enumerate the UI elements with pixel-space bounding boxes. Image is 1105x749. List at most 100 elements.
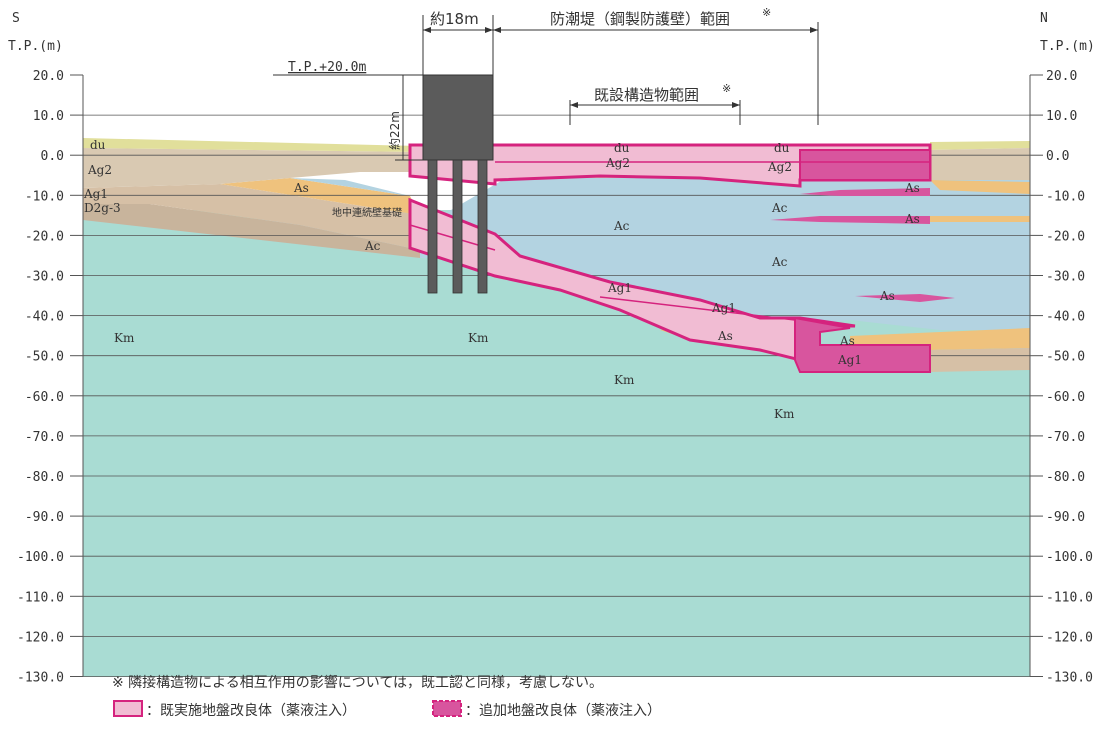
- layer-ac-left: Ac: [364, 239, 381, 253]
- left-axis-unit: T.P.(m): [8, 39, 63, 54]
- layer-as-right4: As: [839, 334, 855, 348]
- ground-improvement: [408, 143, 955, 373]
- right-tick-label: 20.0: [1046, 69, 1077, 84]
- improvement-zone-lens3: [855, 294, 955, 302]
- layer-ac-right2: Ac: [771, 255, 788, 269]
- footnote: ※ 隣接構造物による相互作用の影響については，既工認と同様，考慮しない。: [112, 675, 604, 691]
- right-tick-label: 0.0: [1046, 149, 1069, 164]
- pile-2: [452, 159, 463, 294]
- dimension-lines: [273, 15, 819, 161]
- layer-ag1-right: Ag1: [837, 353, 862, 367]
- layer-ag2-right: Ag2: [767, 160, 792, 174]
- right-tick-label: 10.0: [1046, 109, 1077, 124]
- inner-line-2: [599, 296, 796, 321]
- as-layer-left: [220, 178, 420, 215]
- left-direction: S: [12, 11, 20, 26]
- left-tick-label: 10.0: [33, 109, 64, 124]
- layer-ag2-mid: Ag2: [605, 156, 630, 170]
- left-tick-label: -10.0: [25, 189, 64, 204]
- layer-d2g3: D2g-3: [84, 201, 121, 215]
- left-tick-label: -120.0: [17, 630, 64, 645]
- existing-range-label: 既設構造物範囲: [594, 86, 699, 104]
- layer-as-left: As: [293, 181, 309, 195]
- d2g-layer: [83, 204, 420, 258]
- layer-ag1-mid1: Ag1: [607, 281, 632, 295]
- right-axis-unit: T.P.(m): [1040, 39, 1095, 54]
- left-tick-label: -100.0: [17, 550, 64, 565]
- pile-1: [427, 159, 438, 294]
- width-label: 約18m: [430, 10, 479, 28]
- right-axis: 20.010.00.0-10.0-20.0-30.0-40.0-50.0-60.…: [1029, 69, 1093, 686]
- layer-km-left: Km: [114, 331, 135, 345]
- layer-ac-right1: Ac: [771, 201, 788, 215]
- right-tick-label: -50.0: [1046, 350, 1085, 365]
- right-tick-label: -30.0: [1046, 270, 1085, 285]
- layer-as-right1: As: [904, 181, 920, 195]
- left-tick-label: -80.0: [25, 470, 64, 485]
- legend-swatch-existing: [113, 700, 143, 717]
- left-tick-label: -110.0: [17, 590, 64, 605]
- left-axis: 20.0 10.0 0.0 -10.0 -20.0 -30.0 -40.0 -50.0 -60.…: [17, 69, 84, 686]
- legend-swatch-additional: [432, 700, 462, 717]
- pile-3: [477, 159, 488, 294]
- left-tick-label: 20.0: [33, 69, 64, 84]
- layer-ac-mid: Ac: [613, 219, 630, 233]
- du-layer-left: [83, 138, 420, 152]
- improvement-zone-lens2: [770, 216, 930, 224]
- layer-du-mid: du: [614, 141, 630, 155]
- right-tick-label: -120.0: [1046, 630, 1093, 645]
- as-layer-right-top: [930, 180, 1030, 194]
- right-tick-label: -10.0: [1046, 189, 1085, 204]
- ac-layer: [83, 170, 1030, 330]
- improvement-zone-upper-right: [799, 149, 931, 181]
- ag2-layer-left: [83, 148, 420, 188]
- layer-ag2-left: Ag2: [87, 163, 112, 177]
- right-tick-label: -130.0: [1046, 671, 1093, 686]
- right-direction: N: [1040, 11, 1048, 26]
- right-tick-label: -100.0: [1046, 550, 1093, 565]
- left-tick-label: -90.0: [25, 510, 64, 525]
- improvement-zone-lower-right: [794, 316, 931, 373]
- layer-as-right3: As: [879, 289, 895, 303]
- ag1-layer-left: [83, 184, 420, 250]
- layer-km-right: Km: [774, 407, 795, 421]
- height-label: 約22m: [387, 111, 402, 150]
- left-tick-label: -30.0: [25, 270, 64, 285]
- left-tick-label: -40.0: [25, 310, 64, 325]
- right-tick-label: -20.0: [1046, 229, 1085, 244]
- right-tick-label: -90.0: [1046, 510, 1085, 525]
- legend-additional-label: ：追加地盤改良体（薬液注入）: [465, 703, 661, 719]
- layer-as-right2: As: [904, 212, 920, 226]
- legend-existing-label: ：既実施地盤改良体（薬液注入）: [146, 703, 356, 719]
- layer-km-lower: Km: [614, 373, 635, 387]
- ac-wedge-left: [290, 178, 410, 196]
- layer-km-mid: Km: [468, 331, 489, 345]
- left-tick-label: -20.0: [25, 229, 64, 244]
- du-layer-right: [930, 141, 1030, 150]
- layer-du-right: du: [774, 141, 790, 155]
- layer-as-mid: As: [717, 329, 733, 343]
- wall-range-label: 防潮堤（鋼製防護壁）範囲: [550, 10, 730, 28]
- left-tick-label: -70.0: [25, 430, 64, 445]
- improvement-zone-lens1: [800, 188, 930, 196]
- wall-body: [422, 74, 494, 161]
- ag1-layer-right: [930, 348, 1030, 372]
- right-tick-label: -60.0: [1046, 390, 1085, 405]
- existing-range-mark: ※: [722, 82, 731, 95]
- left-tick-label: -50.0: [25, 350, 64, 365]
- layer-du-left: du: [90, 138, 106, 152]
- steel-wall-structure: [422, 74, 494, 294]
- left-tick-label: -60.0: [25, 390, 64, 405]
- layer-ag1-mid2: Ag1: [711, 301, 736, 315]
- left-tick-label: 0.0: [41, 149, 64, 164]
- layer-labels: du du du Ag2 Ag2 Ag2 Ag1 Ag1 Ag1 Ag1 D2g…: [83, 138, 920, 421]
- as-layer-right-mid: [930, 216, 1030, 222]
- dimension-arrows: [423, 27, 818, 108]
- right-tick-label: -70.0: [1046, 430, 1085, 445]
- layer-foundation: 地中連続壁基礎: [332, 206, 402, 219]
- layer-ag1-left: Ag1: [83, 187, 108, 201]
- top-elevation-label: T.P.+20.0m: [288, 60, 366, 75]
- left-tick-label: -130.0: [17, 671, 64, 686]
- ag2-layer-right: [930, 148, 1030, 180]
